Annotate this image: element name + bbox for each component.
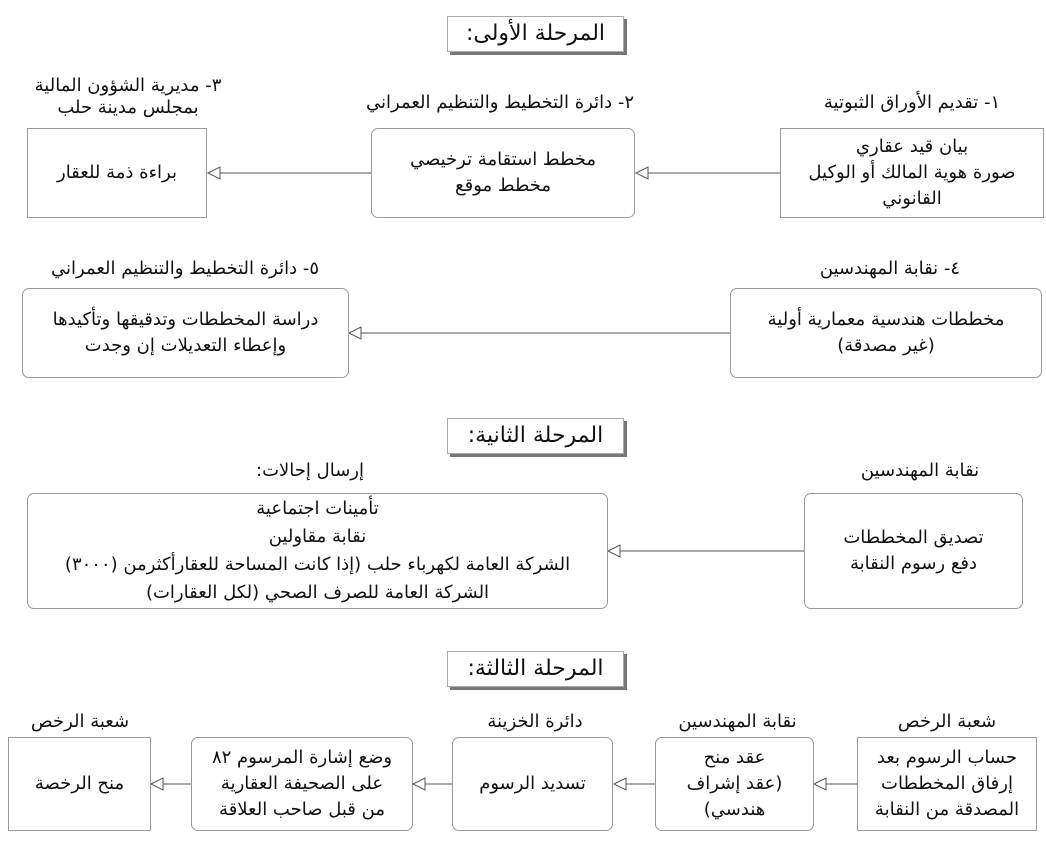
grant-permit-box: منح الرخصة (8, 737, 151, 831)
step-5-label: ٥- دائرة التخطيط والتنظيم العمراني (51, 258, 319, 279)
step-2-box: مخطط استقامة ترخيصي مخطط موقع (371, 128, 635, 218)
permits-division-label-1: شعبة الرخص (897, 711, 997, 732)
stage-3-title: المرحلة الثالثة: (447, 651, 624, 687)
box-line: إرفاق المخططات (881, 773, 1013, 794)
box-line: القانوني (882, 188, 942, 209)
permits-division-label-2: شعبة الرخص (30, 711, 130, 732)
stage-1-title: المرحلة الأولى: (447, 16, 624, 52)
box-line: وإعطاء التعديلات إن وجدت (84, 335, 287, 356)
box-line: نقابة مقاولين (268, 526, 367, 547)
pay-fees-box: تسديد الرسوم (452, 737, 613, 831)
box-line: بيان قيد عقاري (855, 136, 969, 157)
step-1-box: بيان قيد عقاري صورة هوية المالك أو الوكي… (780, 128, 1044, 218)
box-line: هندسي) (703, 799, 766, 820)
box-line: (عقد إشراف (686, 773, 783, 794)
box-line: دفع رسوم النقابة (849, 553, 978, 574)
label-line: ٣- مديرية الشؤون المالية (34, 75, 222, 96)
decree-mark-box: وضع إشارة المرسوم ٨٢ على الصحيفة العقاري… (191, 737, 413, 831)
step-5-box: دراسة المخططات وتدقيقها وتأكيدها وإعطاء … (22, 288, 349, 378)
treasury-label: دائرة الخزينة (487, 711, 583, 732)
stage-2-title: المرحلة الثانية: (447, 418, 624, 454)
box-line: الشركة العامة للصرف الصحي (لكل العقارات) (145, 582, 490, 603)
box-line: عقد منح (703, 747, 766, 768)
supervision-contract-box: عقد منح (عقد إشراف هندسي) (655, 737, 814, 831)
box-line: مخطط استقامة ترخيصي (409, 149, 597, 170)
box-line: (غير مصدقة) (837, 335, 935, 356)
box-line: دراسة المخططات وتدقيقها وتأكيدها (52, 309, 319, 330)
box-line: حساب الرسوم بعد (876, 747, 1018, 768)
box-line: على الصحيفة العقارية (220, 773, 384, 794)
box-line: تصديق المخططات (843, 527, 984, 548)
step-1-label: ١- تقديم الأوراق الثبوتية (823, 92, 1001, 113)
step-3-box: براءة ذمة للعقار (27, 128, 207, 218)
box-line: صورة هوية المالك أو الوكيل (808, 162, 1016, 183)
box-line: الشركة العامة لكهرباء حلب (إذا كانت المس… (64, 554, 571, 575)
step-4-label: ٤- نقابة المهندسين (819, 258, 961, 279)
fees-calculation-box: حساب الرسوم بعد إرفاق المخططات المصدقة م… (857, 737, 1037, 831)
box-line: المصدقة من النقابة (874, 799, 1020, 820)
engineers-syndicate-label: نقابة المهندسين (860, 460, 980, 481)
box-line: منح الرخصة (34, 773, 125, 794)
step-4-box: مخططات هندسية معمارية أولية (غير مصدقة) (730, 288, 1042, 378)
box-line: من قبل صاحب العلاقة (219, 799, 385, 820)
step-2-label: ٢- دائرة التخطيط والتنظيم العمراني (366, 92, 634, 113)
certify-plans-box: تصديق المخططات دفع رسوم النقابة (804, 493, 1023, 609)
box-line: مخططات هندسية معمارية أولية (767, 309, 1005, 330)
box-line: براءة ذمة للعقار (57, 162, 177, 183)
box-line: تأمينات اجتماعية (256, 498, 379, 519)
label-line: بمجلس مدينة حلب (57, 97, 199, 118)
box-line: تسديد الرسوم (479, 773, 586, 794)
referrals-box: تأمينات اجتماعية نقابة مقاولين الشركة ال… (27, 493, 608, 609)
referrals-label: إرسال إحالات: (256, 460, 364, 481)
engineers-syndicate-label-2: نقابة المهندسين (678, 711, 797, 732)
step-3-label: ٣- مديرية الشؤون المالية بمجلس مدينة حلب (10, 75, 246, 119)
box-line: مخطط موقع (455, 175, 551, 196)
box-line: وضع إشارة المرسوم ٨٢ (211, 747, 393, 768)
